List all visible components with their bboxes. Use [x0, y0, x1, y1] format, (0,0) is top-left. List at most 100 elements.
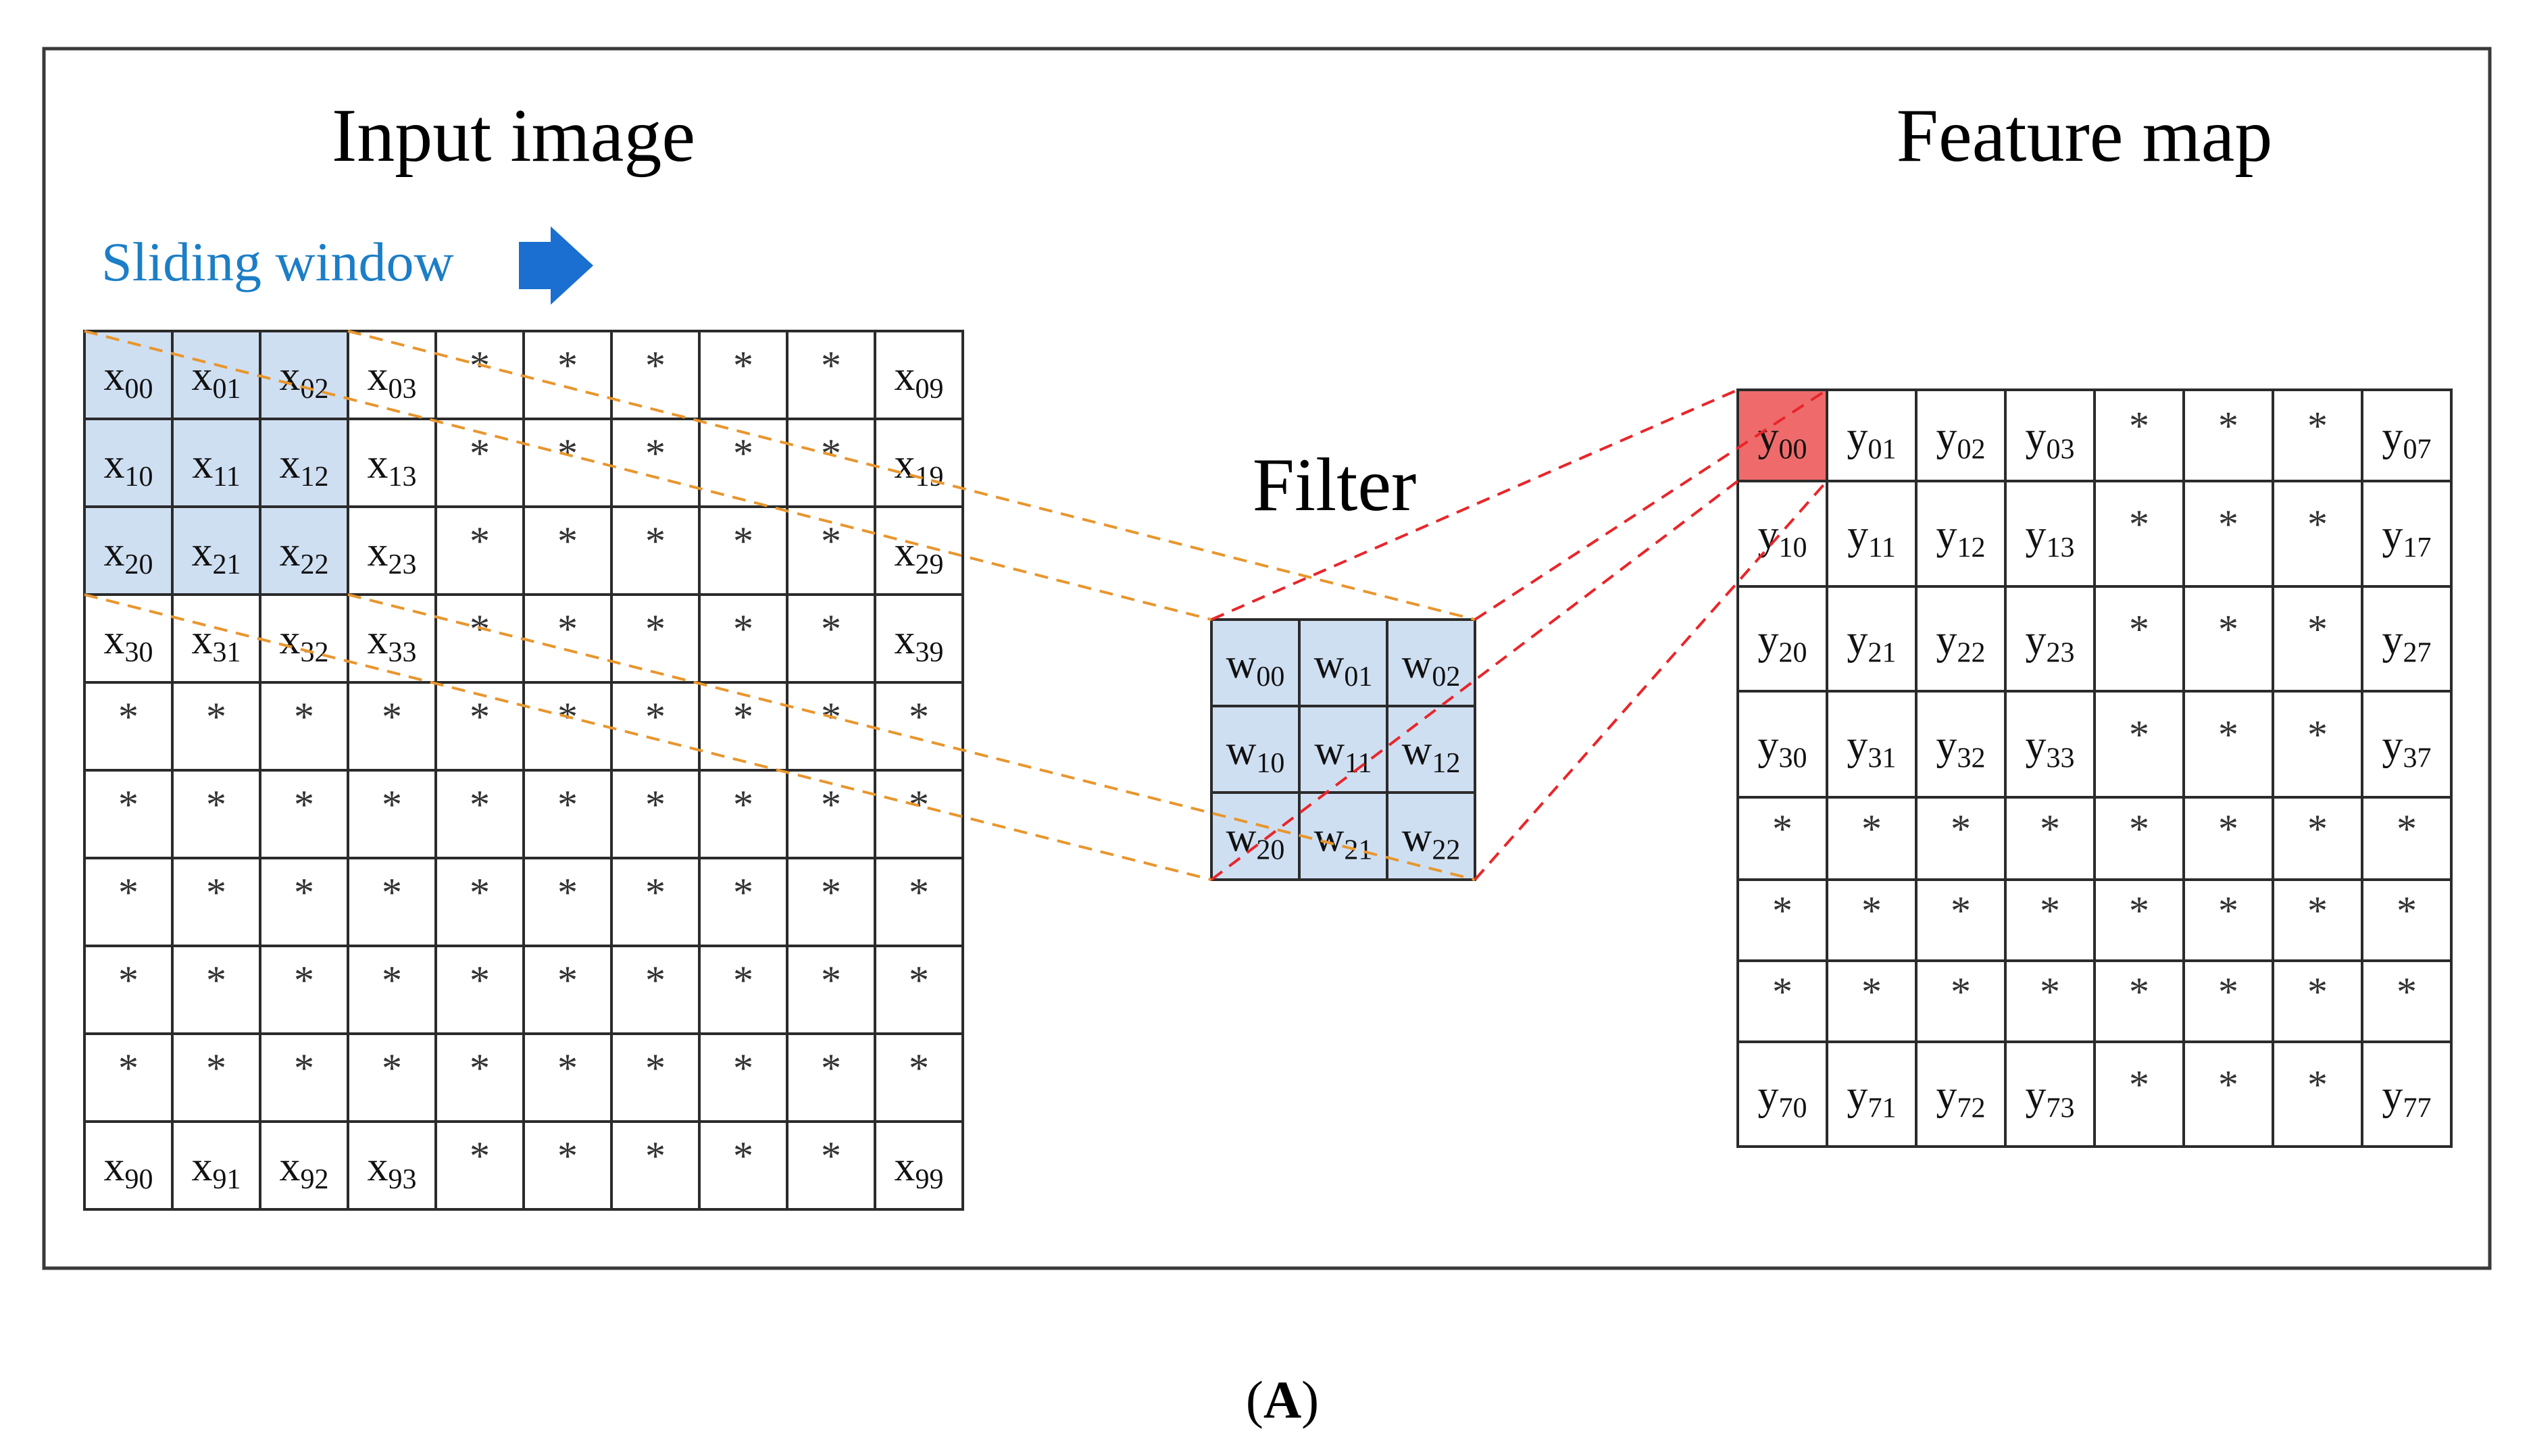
feature-cell-ellipsis: *: [2040, 888, 2060, 933]
feature-cell-label: y30: [1758, 723, 1807, 774]
feature-cell-ellipsis: *: [2129, 1063, 2149, 1107]
input-cell-ellipsis: *: [821, 1046, 841, 1090]
input-cell-base: x: [280, 441, 301, 487]
feature-cell-ellipsis: *: [2307, 607, 2328, 652]
feature-cell-base: y: [2382, 723, 2403, 769]
feature-cell-ellipsis: *: [1861, 807, 1882, 851]
feature-cell-label: y21: [1847, 618, 1897, 669]
input-cell: [786, 1120, 876, 1211]
feature-cell-ellipsis: *: [2218, 502, 2238, 547]
input-cell-label: x21: [192, 529, 241, 580]
input-cell-subscript: 33: [389, 637, 417, 668]
caption-close-paren: ): [1301, 1370, 1319, 1429]
input-cell-ellipsis: *: [645, 1134, 666, 1178]
input-cell-ellipsis: *: [118, 958, 139, 1003]
input-cell-label: x99: [895, 1144, 944, 1195]
feature-cell-base: y: [2026, 414, 2047, 460]
feature-cell-ellipsis: *: [2307, 502, 2328, 547]
feature-cell: [1736, 1040, 1828, 1148]
input-cell-label: x39: [895, 617, 944, 668]
input-cell-subscript: 29: [916, 549, 944, 580]
filter-cell-label: w22: [1402, 815, 1461, 866]
feature-cell-subscript: 11: [1868, 532, 1895, 563]
input-cell: [610, 330, 701, 420]
orange-projection-line: [347, 593, 1476, 881]
filter-cell-subscript: 22: [1432, 835, 1460, 866]
input-cell: [874, 1120, 964, 1211]
input-cell-ellipsis: *: [294, 695, 314, 739]
input-cell-ellipsis: *: [470, 1046, 490, 1090]
feature-cell: [2361, 388, 2453, 482]
feature-cell-base: y: [2382, 414, 2403, 460]
feature-cell-label: y07: [2382, 414, 2432, 466]
input-cell-label: x93: [368, 1144, 417, 1195]
input-cell-label: x32: [280, 617, 329, 668]
sliding-window-label: Sliding window: [101, 231, 454, 293]
input-cell-ellipsis: *: [382, 782, 402, 827]
feature-cell-ellipsis: *: [2129, 607, 2149, 652]
feature-cell-base: y: [1758, 414, 1779, 460]
feature-cell-ellipsis: *: [2040, 970, 2060, 1014]
input-cell-base: x: [368, 353, 389, 399]
feature-cell: [1826, 959, 1918, 1043]
input-cell-base: x: [192, 441, 213, 487]
feature-cell-base: y: [1758, 723, 1779, 769]
feature-cell-label: y33: [2026, 723, 2075, 774]
input-cell: [171, 330, 261, 420]
input-cell-base: x: [895, 441, 916, 487]
input-cell-label: x22: [280, 529, 329, 580]
filter-cell-subscript: 11: [1345, 748, 1372, 779]
filter-cell-label: w20: [1226, 815, 1285, 866]
feature-cell: [2182, 388, 2274, 482]
feature-cell-ellipsis: *: [2129, 888, 2149, 933]
filter-cell-label: w11: [1314, 728, 1372, 779]
input-cell-ellipsis: *: [470, 431, 490, 476]
input-cell: [347, 593, 437, 684]
feature-cell-label: y73: [2026, 1073, 2075, 1124]
input-cell: [522, 945, 613, 1035]
input-cell-ellipsis: *: [645, 782, 666, 827]
input-cell-ellipsis: *: [645, 519, 666, 563]
feature-cell: [2093, 878, 2185, 962]
feature-cell: [2361, 878, 2453, 962]
input-cell-ellipsis: *: [557, 1134, 578, 1178]
input-cell: [347, 945, 437, 1035]
input-cell: [874, 418, 964, 508]
input-cell-ellipsis: *: [206, 870, 226, 915]
feature-cell-base: y: [2382, 512, 2403, 558]
feature-cell-subscript: 02: [1957, 434, 1986, 466]
input-cell: [434, 593, 525, 684]
input-cell-subscript: 32: [301, 637, 329, 668]
input-cell-subscript: 03: [389, 374, 417, 405]
feature-cell-label: y77: [2382, 1073, 2432, 1124]
feature-cell-subscript: 07: [2403, 434, 2432, 466]
input-cell-ellipsis: *: [470, 1134, 490, 1178]
feature-cell-subscript: 20: [1779, 638, 1807, 669]
input-cell-label: x20: [104, 529, 153, 580]
input-cell-ellipsis: *: [645, 1046, 666, 1090]
input-cell-label: x33: [368, 617, 417, 668]
feature-cell: [1915, 878, 2007, 962]
feature-cell-label: y00: [1758, 414, 1807, 466]
sliding-arrow-icon: [519, 226, 593, 305]
input-cell: [259, 857, 349, 947]
filter-cell-base: w: [1226, 728, 1257, 774]
input-cell-ellipsis: *: [733, 1046, 753, 1090]
input-cell-base: x: [192, 529, 213, 575]
input-cell-ellipsis: *: [294, 870, 314, 915]
filter-cell: [1298, 618, 1388, 707]
feature-cell-subscript: 32: [1957, 743, 1986, 774]
feature-cell-ellipsis: *: [2218, 404, 2238, 449]
input-cell-ellipsis: *: [557, 782, 578, 827]
input-cell-ellipsis: *: [557, 1046, 578, 1090]
feature-cell-ellipsis: *: [1772, 888, 1793, 933]
input-cell-base: x: [104, 353, 125, 399]
figure-caption: (A): [1246, 1370, 1319, 1429]
feature-cell: [2182, 959, 2274, 1043]
feature-cell: [1826, 388, 1918, 482]
feature-map-title: Feature map: [1897, 94, 2273, 178]
feature-cell-base: y: [1936, 512, 1957, 558]
input-cell: [698, 593, 788, 684]
feature-cell-base: y: [2382, 1073, 2403, 1119]
filter-cell: [1298, 705, 1388, 794]
